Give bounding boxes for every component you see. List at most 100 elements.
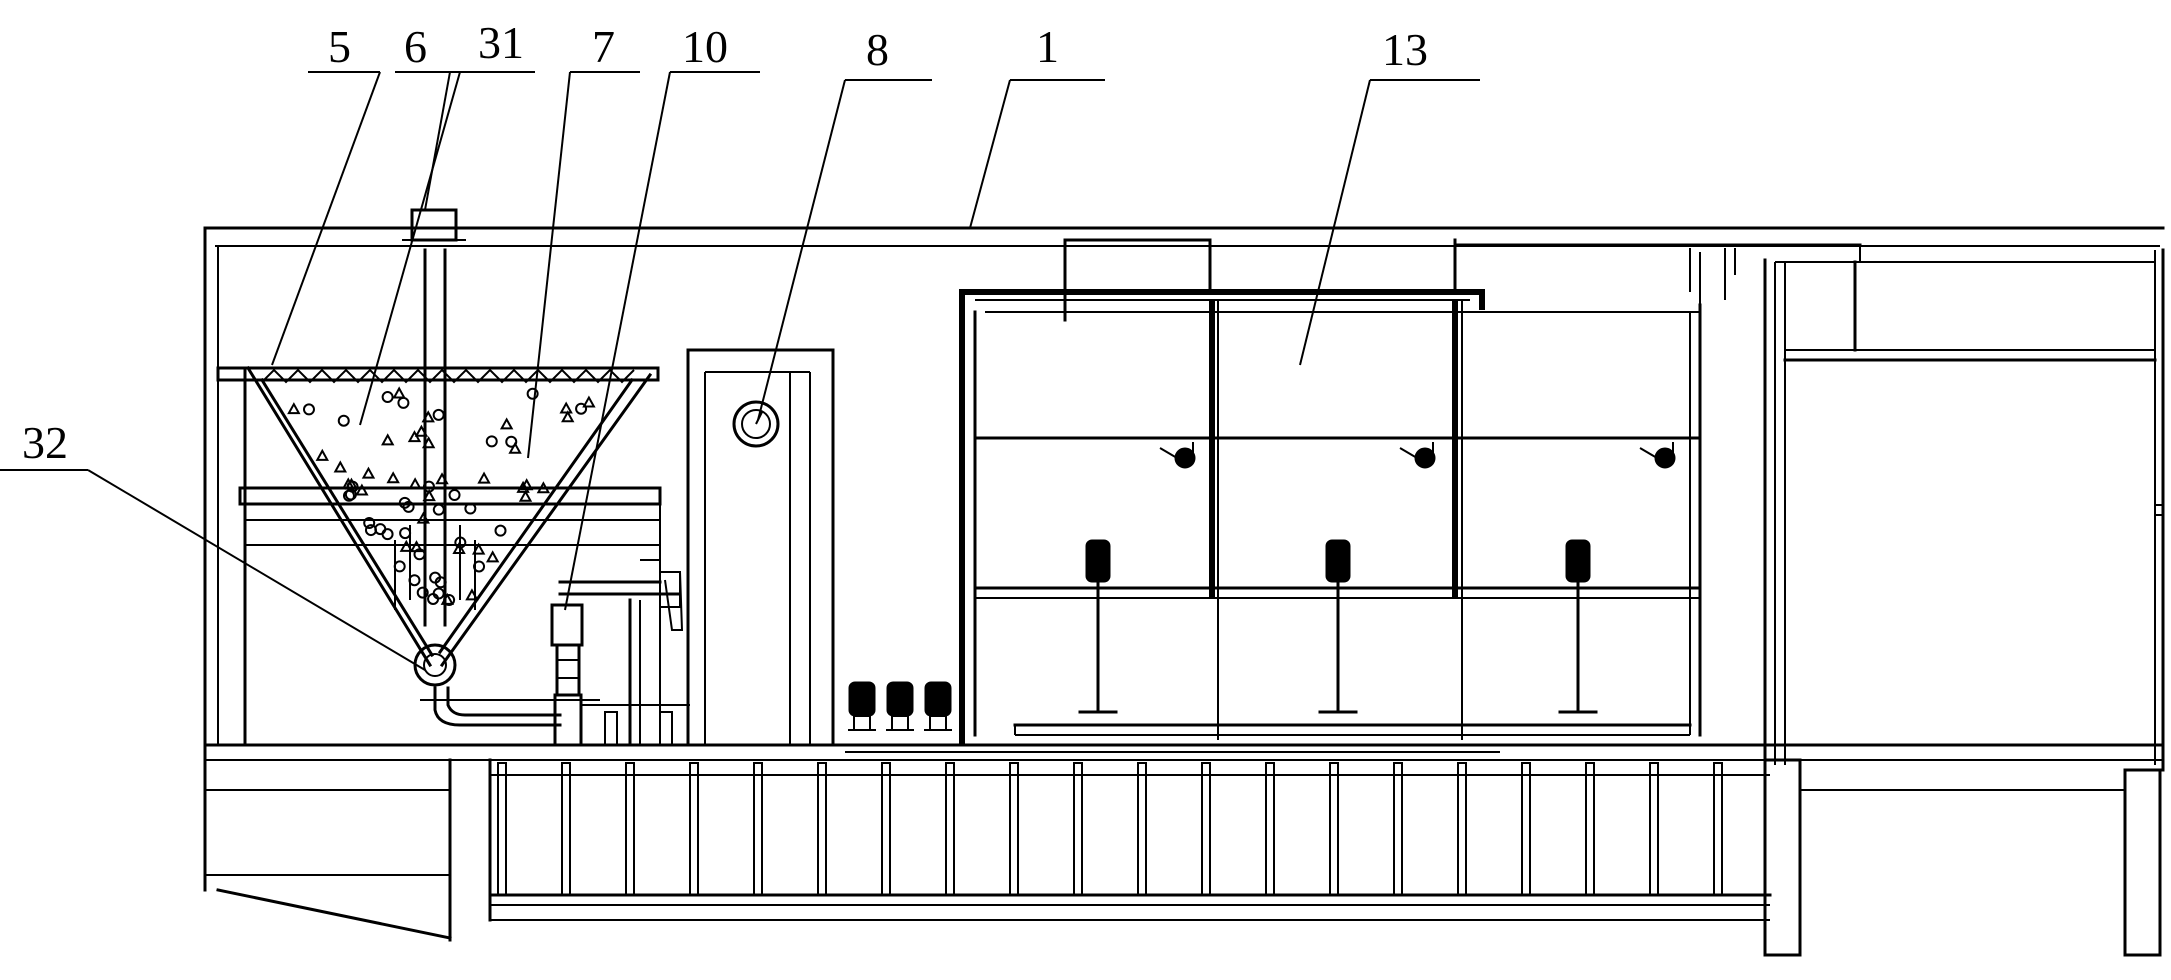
media-chip [333,460,348,473]
floor-post [753,762,763,896]
media-chip [452,541,466,554]
floor-post [1073,762,1083,896]
leader-lines [0,71,1480,671]
floor-post [1137,762,1147,896]
media-chip [416,511,430,524]
media-chip [341,477,355,490]
media-pellet [422,480,435,493]
floor-posts [497,762,1723,896]
media-pellet [454,536,467,549]
media-pellet [408,574,421,587]
label-6: 6 [404,21,427,72]
filter-media [287,386,596,607]
media-pellet [505,435,518,448]
media-pellet [302,403,315,416]
floor-post [881,762,891,896]
small-pump-body [929,715,947,731]
floor-post [1649,762,1659,896]
label-8: 8 [866,24,889,75]
media-pellet [381,528,394,541]
media-pellet [398,496,411,509]
label-13: 13 [1382,24,1428,75]
reference-labels: 5 6 31 7 10 8 1 13 32 [22,17,1428,468]
floor-post [1457,762,1467,896]
media-chip [499,417,514,430]
media-chip [409,540,424,553]
floor-post [1393,762,1403,896]
media-chip [287,402,301,415]
hopper-teeth [261,368,635,384]
media-pellet [344,488,357,501]
pump-10 [550,571,690,747]
tank-valve-arm [1399,447,1418,459]
media-pellet [416,586,429,599]
cabinet-8 [686,348,835,747]
media-chip [516,480,530,493]
media-chip [536,481,551,494]
label-1: 1 [1036,21,1059,72]
media-pellet [393,560,406,573]
media-chip [355,483,369,496]
media-pellet [485,435,498,448]
media-pellet [381,391,394,404]
mixer-motor [1565,539,1591,583]
floor-post [1265,762,1275,896]
tank-valve [1414,447,1436,469]
small-pumps [848,681,952,731]
media-chip [465,588,479,601]
small-pump-motor [886,681,914,717]
media-pellet [448,488,461,501]
media-chip [381,433,395,446]
hopper [216,208,662,747]
label-5: 5 [328,21,351,72]
media-chip [361,466,376,479]
tank-valve [1654,447,1676,469]
media-chip [559,401,573,414]
media-chip [582,395,596,408]
media-chip [421,436,436,449]
media-pellet [337,414,350,427]
pump-manifold [845,743,1502,753]
floor-post [1201,762,1211,896]
media-chip [435,472,449,485]
floor-post [1521,762,1531,896]
media-chip [561,410,575,423]
media-chip [471,542,486,555]
media-chip [422,489,436,502]
media-chip [518,489,533,502]
label-31: 31 [478,17,524,68]
small-pump-motor [924,681,952,717]
media-pellet [432,408,445,421]
gauge-8 [732,400,780,448]
discharge-valve [413,643,457,687]
floor-post [1713,762,1723,896]
floor-post [1009,762,1019,896]
small-pump-body [891,715,909,731]
tank-components [1078,442,1676,714]
container-frame [203,226,2165,772]
floor-post [561,762,571,896]
floor-post [625,762,635,896]
floor-post [1329,762,1339,896]
media-chip [477,471,491,484]
tank-valve [1174,447,1196,469]
tank-valve-arm [1639,447,1658,459]
media-chip [519,478,534,491]
media-chip [414,424,429,437]
media-chip [386,471,400,484]
floor-post [497,762,507,896]
label-7: 7 [592,21,615,72]
media-pellet [432,587,445,600]
floor-post [945,762,955,896]
label-32: 32 [22,417,68,468]
media-chip [421,410,435,423]
small-pump-motor [848,681,876,717]
tank-valve-arm [1159,447,1178,459]
media-pellet [494,524,507,537]
media-chip [508,441,522,454]
media-pellet [432,503,445,516]
media-pellet [443,594,456,607]
small-pump-body [853,715,871,731]
